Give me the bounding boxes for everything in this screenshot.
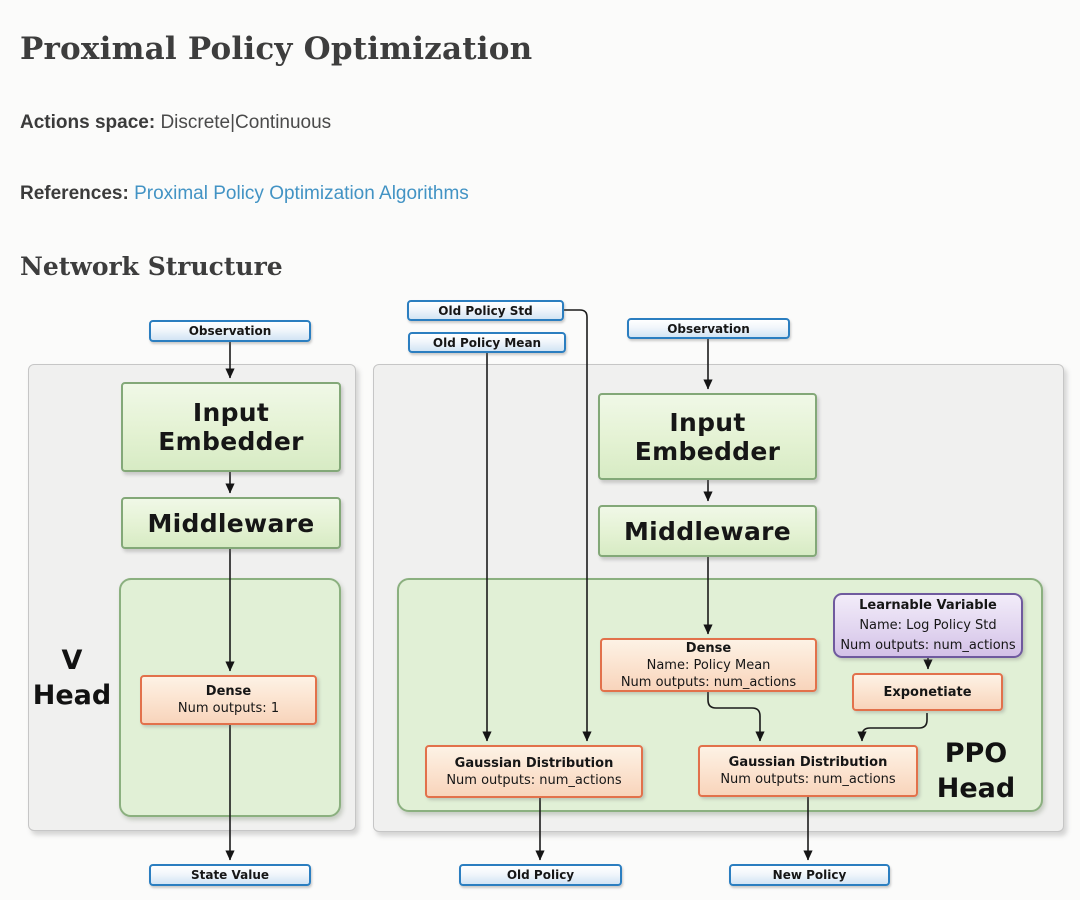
gaussian-old-outputs: Num outputs: num_actions <box>446 772 622 788</box>
input-embedder-node-v: Input Embedder <box>121 382 341 472</box>
observation-input-box-v: Observation <box>149 320 311 342</box>
section-heading: Network Structure <box>20 251 283 281</box>
policy-mean-dense-node: Dense Name: Policy Mean Num outputs: num… <box>600 638 817 692</box>
page-title: Proximal Policy Optimization <box>20 30 533 67</box>
input-embedder-label-ppo: Input Embedder <box>634 407 781 466</box>
v-head-label: V Head <box>25 637 119 719</box>
policy-mean-dense-outputs: Num outputs: num_actions <box>620 674 797 690</box>
references-link[interactable]: Proximal Policy Optimization Algorithms <box>134 183 469 204</box>
actions-space-value: Discrete|Continuous <box>160 112 332 133</box>
learnable-variable-title: Learnable Variable <box>859 597 997 613</box>
old-policy-std-input-box: Old Policy Std <box>407 300 564 321</box>
middleware-node-v: Middleware <box>121 497 341 549</box>
old-policy-mean-input-box: Old Policy Mean <box>408 332 566 353</box>
actions-space-label: Actions space: <box>20 112 156 133</box>
learnable-variable-node: Learnable Variable Name: Log Policy Std … <box>833 593 1023 658</box>
exponetiate-node: Exponetiate <box>852 673 1003 711</box>
ppo-head-label: PPO Head <box>928 735 1024 807</box>
dense-title-v: Dense <box>205 684 252 699</box>
middleware-label-v: Middleware <box>147 508 315 538</box>
ppo-head-label-line1: PPO <box>944 738 1008 769</box>
observation-label-v: Observation <box>188 324 272 338</box>
dense-node-v: Dense Num outputs: 1 <box>140 675 317 725</box>
middleware-node-ppo: Middleware <box>598 505 817 557</box>
gaussian-old-title: Gaussian Distribution <box>454 755 614 771</box>
state-value-label: State Value <box>190 868 270 882</box>
references-line: References: Proximal Policy Optimization… <box>20 182 920 206</box>
input-embedder-label-v: Input Embedder <box>158 398 304 456</box>
learnable-variable-outputs: Num outputs: num_actions <box>840 637 1016 653</box>
gaussian-distribution-new-node: Gaussian Distribution Num outputs: num_a… <box>698 745 918 797</box>
exponetiate-label: Exponetiate <box>883 684 972 700</box>
old-policy-label: Old Policy <box>506 868 575 882</box>
observation-label-ppo: Observation <box>667 321 750 336</box>
policy-mean-dense-title: Dense <box>685 640 732 656</box>
gaussian-new-title: Gaussian Distribution <box>728 755 888 770</box>
observation-input-box-ppo: Observation <box>627 318 790 339</box>
old-policy-output-box: Old Policy <box>459 864 622 886</box>
old-policy-mean-label: Old Policy Mean <box>432 335 542 350</box>
policy-mean-dense-name: Name: Policy Mean <box>646 657 771 673</box>
old-policy-std-label: Old Policy Std <box>438 303 533 318</box>
state-value-output-box: State Value <box>149 864 311 886</box>
v-head-label-line1: V <box>61 645 83 676</box>
input-embedder-node-ppo: Input Embedder <box>598 393 817 480</box>
gaussian-new-outputs: Num outputs: num_actions <box>720 772 896 787</box>
references-label: References: <box>20 183 129 204</box>
new-policy-label: New Policy <box>772 868 847 882</box>
middleware-label-ppo: Middleware <box>623 516 791 546</box>
actions-space-line: Actions space: Discrete|Continuous <box>20 111 920 135</box>
dense-outputs-v: Num outputs: 1 <box>177 701 280 716</box>
learnable-variable-name: Name: Log Policy Std <box>859 617 997 633</box>
new-policy-output-box: New Policy <box>729 864 890 886</box>
ppo-head-label-line2: Head <box>936 773 1016 804</box>
v-head-label-line2: Head <box>32 680 112 711</box>
gaussian-distribution-old-node: Gaussian Distribution Num outputs: num_a… <box>425 745 643 798</box>
